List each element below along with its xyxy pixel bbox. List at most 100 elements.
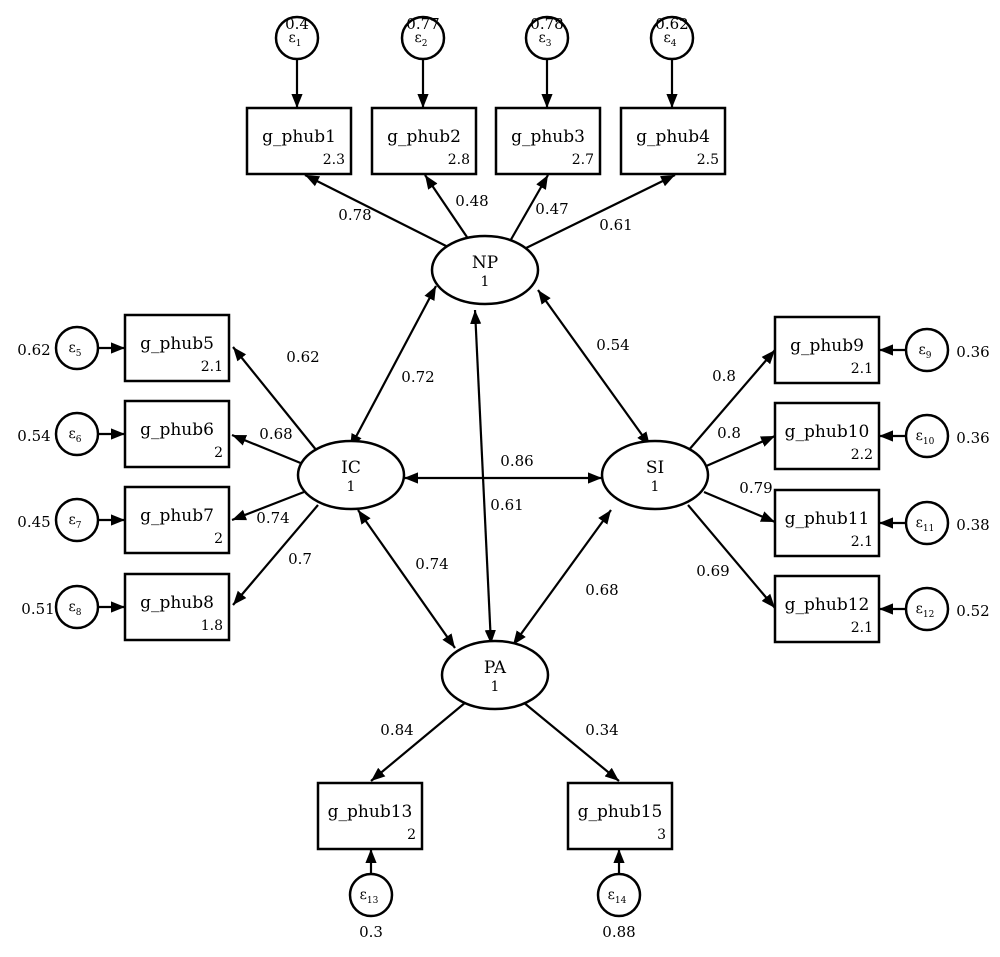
error-circle (904, 500, 950, 546)
indicator-box (123, 485, 231, 555)
indicator-label: g_phub6 (140, 420, 214, 440)
indicator-node-g-phub5[interactable]: g_phub5 2.1 (123, 313, 231, 383)
error-term-14[interactable]: ε14 (596, 872, 642, 918)
indicator-intercept: 2 (407, 827, 416, 843)
error-circle (54, 497, 100, 543)
latent-node-np[interactable]: NP1 (430, 234, 540, 306)
error-variance-1: 0.4 (285, 15, 309, 33)
indicator-intercept: 2.7 (572, 152, 594, 168)
covariance-arrow-ic-pa (357, 509, 456, 649)
error-term-2[interactable]: ε2 (400, 15, 446, 61)
loading-label-g-phub10: 0.8 (717, 424, 741, 442)
error-variance-13: 0.3 (359, 923, 383, 941)
covariance-arrow-np-ic (349, 285, 437, 449)
error-term-7[interactable]: ε7 (54, 497, 100, 543)
indicator-box (773, 401, 881, 471)
indicator-intercept: 1.8 (201, 618, 223, 634)
covariance-arrow-si-pa (512, 509, 612, 646)
indicator-node-g-phub13[interactable]: g_phub13 2 (316, 781, 424, 851)
loading-arrow-g-phub4 (519, 174, 676, 252)
indicator-intercept: 2.3 (323, 152, 345, 168)
error-variance-7: 0.45 (17, 513, 50, 531)
loading-label-g-phub5: 0.62 (286, 348, 319, 366)
nodes-layer: NP1IC1SI1PA1g_phub12.3ε1g_phub22.8ε2g_ph… (54, 15, 950, 918)
indicator-box (370, 106, 478, 176)
error-term-3[interactable]: ε3 (524, 15, 570, 61)
error-circle (904, 413, 950, 459)
error-term-10[interactable]: ε10 (904, 413, 950, 459)
loading-label-g-phub2: 0.48 (455, 192, 488, 210)
indicator-node-g-phub12[interactable]: g_phub12 2.1 (773, 574, 881, 644)
error-variance-9: 0.36 (956, 343, 989, 361)
error-subscript: 9 (926, 351, 932, 361)
loading-label-g-phub9: 0.8 (712, 367, 736, 385)
covariance-label-si-pa: 0.68 (585, 581, 618, 599)
indicator-label: g_phub13 (328, 802, 413, 822)
error-circle (348, 872, 394, 918)
error-term-11[interactable]: ε11 (904, 500, 950, 546)
error-term-8[interactable]: ε8 (54, 584, 100, 630)
latent-node-si[interactable]: SI1 (600, 439, 710, 511)
indicator-box (494, 106, 602, 176)
indicator-label: g_phub5 (140, 334, 214, 354)
covariance-arrow-np-si (537, 289, 651, 447)
loading-arrow-g-phub5 (232, 346, 318, 452)
error-subscript: 5 (76, 349, 82, 359)
error-term-13[interactable]: ε13 (348, 872, 394, 918)
indicator-label: g_phub15 (578, 802, 663, 822)
latent-node-ic[interactable]: IC1 (296, 439, 406, 511)
error-subscript: 11 (923, 524, 934, 534)
error-variance-4: 0.62 (655, 15, 688, 33)
error-term-1[interactable]: ε1 (274, 15, 320, 61)
loading-arrow-g-phub13 (370, 701, 467, 782)
error-term-9[interactable]: ε9 (904, 327, 950, 373)
indicator-box (773, 488, 881, 558)
latent-node-pa[interactable]: PA1 (440, 639, 550, 711)
latent-variance: 1 (491, 679, 500, 695)
loading-label-g-phub12: 0.69 (696, 562, 729, 580)
indicator-box (773, 315, 881, 385)
loading-label-g-phub3: 0.47 (535, 200, 568, 218)
indicator-box (123, 572, 231, 642)
latent-ellipse (296, 439, 406, 511)
loading-arrow-g-phub15 (522, 701, 620, 782)
covariance-label-ic-pa: 0.74 (415, 555, 448, 573)
error-subscript: 14 (615, 896, 627, 906)
loading-label-g-phub8: 0.7 (288, 550, 312, 568)
indicator-intercept: 2.1 (851, 620, 873, 636)
loading-label-g-phub15: 0.34 (585, 721, 618, 739)
latent-label: PA (484, 658, 507, 678)
indicator-label: g_phub11 (785, 509, 870, 529)
edges-layer (98, 59, 906, 874)
indicator-intercept: 2 (214, 531, 223, 547)
error-subscript: 6 (76, 435, 82, 445)
error-variance-2: 0.77 (406, 15, 439, 33)
indicator-node-g-phub1[interactable]: g_phub12.3 (245, 106, 353, 176)
indicator-box (123, 313, 231, 383)
loading-label-g-phub13: 0.84 (380, 721, 413, 739)
covariance-label-np-pa: 0.61 (490, 496, 523, 514)
indicator-label: g_phub12 (785, 595, 870, 615)
loading-label-g-phub4: 0.61 (599, 216, 632, 234)
error-term-12[interactable]: ε12 (904, 586, 950, 632)
loading-arrow-g-phub11 (703, 490, 776, 524)
error-variance-10: 0.36 (956, 429, 989, 447)
latent-label: IC (341, 458, 361, 478)
error-term-6[interactable]: ε6 (54, 411, 100, 457)
error-term-4[interactable]: ε4 (649, 15, 695, 61)
error-variance-14: 0.88 (602, 923, 635, 941)
error-variance-8: 0.51 (21, 600, 54, 618)
indicator-intercept: 2.1 (201, 359, 223, 375)
labels-layer: 0.720.540.610.860.740.680.780.40.480.770… (17, 15, 989, 941)
error-term-5[interactable]: ε5 (54, 325, 100, 371)
